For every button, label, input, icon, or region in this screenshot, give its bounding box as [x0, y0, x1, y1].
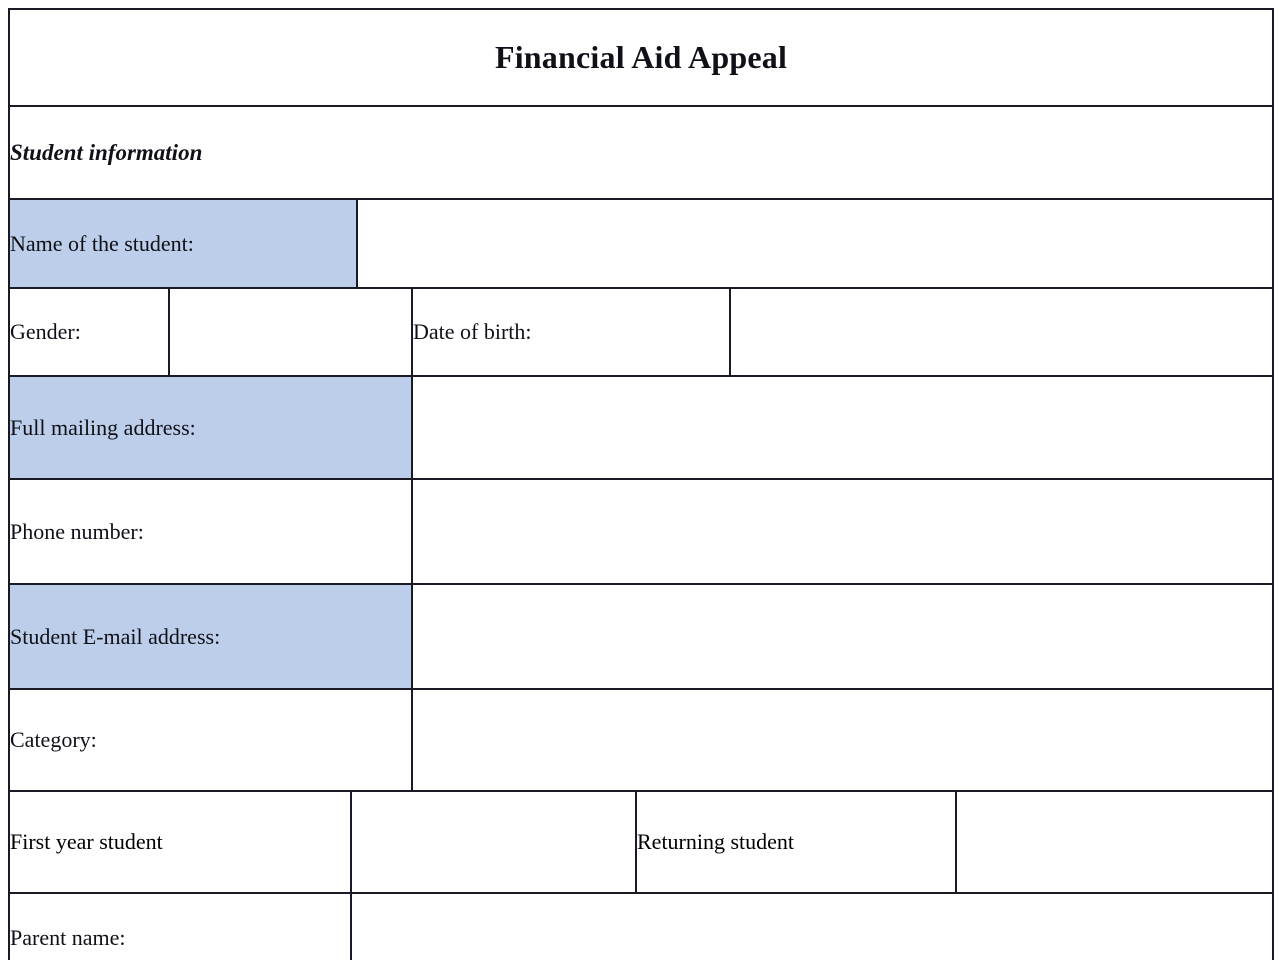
- row-student-status: First year student Returning student: [8, 790, 1275, 894]
- form-table: Financial Aid Appeal Student information…: [7, 8, 1275, 960]
- label-email-address: Student E-mail address:: [8, 583, 413, 690]
- row-parent-name: Parent name:: [8, 892, 1275, 960]
- label-gender: Gender:: [8, 287, 170, 377]
- row-phone-number: Phone number:: [8, 478, 1275, 585]
- title-row: Financial Aid Appeal: [7, 8, 1275, 107]
- checkbox-first-year-student[interactable]: [350, 790, 637, 894]
- label-category: Category:: [8, 688, 413, 792]
- section-heading-row: Student information: [7, 105, 1275, 200]
- row-category: Category:: [8, 688, 1275, 792]
- row-email-address: Student E-mail address:: [8, 583, 1275, 690]
- input-email-address[interactable]: [410, 583, 1275, 690]
- input-parent-name[interactable]: [349, 892, 1275, 960]
- checkbox-returning-student[interactable]: [954, 790, 1275, 894]
- label-returning-student: Returning student: [635, 790, 957, 894]
- label-parent-name: Parent name:: [8, 892, 352, 960]
- label-mailing-address: Full mailing address:: [8, 375, 413, 480]
- input-phone-number[interactable]: [410, 478, 1275, 585]
- page-title: Financial Aid Appeal: [494, 39, 788, 75]
- section-heading-cell: Student information: [7, 105, 1275, 200]
- input-mailing-address[interactable]: [410, 375, 1275, 480]
- section-heading: Student information: [10, 139, 203, 165]
- label-date-of-birth: Date of birth:: [411, 287, 731, 377]
- input-gender[interactable]: [168, 287, 413, 377]
- row-student-name: Name of the student:: [8, 198, 1275, 289]
- label-first-year-student: First year student: [8, 790, 352, 894]
- input-category[interactable]: [410, 688, 1275, 792]
- input-date-of-birth[interactable]: [728, 287, 1275, 377]
- input-student-name[interactable]: [355, 198, 1275, 289]
- row-gender-dob: Gender: Date of birth:: [8, 287, 1275, 377]
- form-title-cell: Financial Aid Appeal: [7, 8, 1275, 107]
- label-phone-number: Phone number:: [8, 478, 413, 585]
- row-mailing-address: Full mailing address:: [8, 375, 1275, 480]
- label-student-name: Name of the student:: [8, 198, 358, 289]
